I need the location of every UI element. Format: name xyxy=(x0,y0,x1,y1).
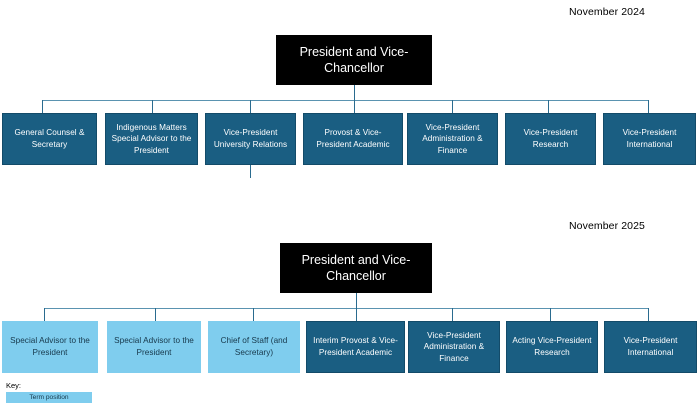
chart-2025-drop-5 xyxy=(452,308,453,321)
chart-2024-node-3-label: Vice-President University Relations xyxy=(213,128,288,149)
chart-2025-node-2[interactable]: Special Advisor to the President xyxy=(107,321,201,373)
chart-2024-node-3[interactable]: Vice-President University Relations xyxy=(205,113,296,165)
chart-2024-node-5-label: Vice-President Administration & Finance xyxy=(422,122,483,155)
chart-2025-drop-4 xyxy=(356,308,357,321)
chart-2025-drop-3 xyxy=(253,308,254,321)
chart-2024-node-6[interactable]: Vice-President Research xyxy=(505,113,596,165)
chart-2024-root-stem xyxy=(354,85,355,101)
chart-2025-drop-7 xyxy=(648,308,649,321)
chart-2025-node-1[interactable]: Special Advisor to the President xyxy=(2,321,98,373)
chart-2024-drop-5 xyxy=(452,100,453,113)
chart-2024-root-label: President and Vice-Chancellor xyxy=(299,45,409,75)
chart-2025-date-caption: November 2025 xyxy=(568,220,645,232)
chart-2025-node-5-label: Vice-President Administration & Finance xyxy=(423,330,485,363)
chart-2024-node-7-label: Vice-President International xyxy=(622,128,677,149)
chart-2024-node-2-label: Indigenous Matters Special Advisor to th… xyxy=(111,122,192,155)
key-title: Key: xyxy=(6,381,22,390)
chart-2024-node-2[interactable]: Indigenous Matters Special Advisor to th… xyxy=(105,113,198,165)
chart-2025-node-7[interactable]: Vice-President International xyxy=(604,321,697,373)
chart-2025-root-label: President and Vice-Chancellor xyxy=(301,253,411,283)
chart-2024-node-1[interactable]: General Counsel & Secretary xyxy=(2,113,97,165)
key-term-position-swatch: Term position xyxy=(6,392,92,403)
chart-2025-node-4-label: Interim Provost & Vice-President Academi… xyxy=(313,336,398,357)
chart-2025-node-3[interactable]: Chief of Staff (and Secretary) xyxy=(208,321,300,373)
chart-2025-drop-2 xyxy=(155,308,156,321)
chart-2025-node-5[interactable]: Vice-President Administration & Finance xyxy=(408,321,500,373)
chart-2025-node-4[interactable]: Interim Provost & Vice-President Academi… xyxy=(306,321,405,373)
chart-2024-node-4-label: Provost & Vice-President Academic xyxy=(316,128,390,149)
chart-2024-node-1-label: General Counsel & Secretary xyxy=(14,128,85,149)
chart-2024-node-5[interactable]: Vice-President Administration & Finance xyxy=(407,113,498,165)
key-term-position-label: Term position xyxy=(29,394,69,401)
chart-2024-node-6-label: Vice-President Research xyxy=(523,128,578,149)
chart-2025-root-stem xyxy=(356,293,357,309)
chart-2024-root-box[interactable]: President and Vice-Chancellor xyxy=(276,35,432,85)
chart-2024-drop-3 xyxy=(250,100,251,113)
chart-2025-drop-1 xyxy=(44,308,45,321)
chart-2024-drop-7 xyxy=(648,100,649,113)
chart-2025-node-1-label: Special Advisor to the President xyxy=(10,336,90,357)
chart-2025-node-6-label: Acting Vice-President Research xyxy=(512,336,592,357)
chart-2024-drop-2 xyxy=(152,100,153,113)
chart-2024-bus xyxy=(42,100,649,101)
chart-2025-drop-6 xyxy=(550,308,551,321)
chart-2024-drop-4 xyxy=(354,100,355,113)
chart-2025-node-7-label: Vice-President International xyxy=(623,336,678,357)
chart-2024-drop-6 xyxy=(548,100,549,113)
chart-2025-node-2-label: Special Advisor to the President xyxy=(114,336,194,357)
chart-2025-root-box[interactable]: President and Vice-Chancellor xyxy=(280,243,432,293)
chart-2024-node-4[interactable]: Provost & Vice-President Academic xyxy=(303,113,403,165)
chart-2025-node-6[interactable]: Acting Vice-President Research xyxy=(506,321,598,373)
chart-2024-node-7[interactable]: Vice-President International xyxy=(603,113,696,165)
chart-2024-drop-1 xyxy=(42,100,43,113)
chart-2025-node-3-label: Chief of Staff (and Secretary) xyxy=(220,336,288,357)
chart-2024-tail-3 xyxy=(250,165,251,178)
chart-2024-date-caption: November 2024 xyxy=(568,6,645,18)
chart-2025-bus xyxy=(44,308,649,309)
